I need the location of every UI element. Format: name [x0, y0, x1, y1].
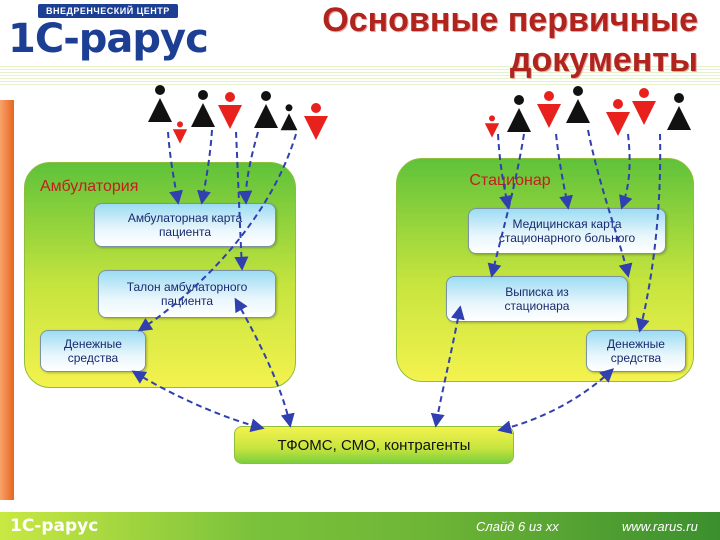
person-icon — [537, 91, 561, 128]
person-icon — [191, 90, 215, 127]
person-icon — [667, 93, 691, 130]
outpatient-card-line-1: Амбулаторная карта — [127, 211, 243, 225]
person-icon — [254, 91, 278, 128]
logo-wordmark: 1С-рарус — [8, 16, 209, 62]
side-accent-strip — [0, 100, 14, 500]
outpatient-talon-line-2: пациента — [160, 294, 214, 308]
logo: ВНЕДРЕНЧЕСКИЙ ЦЕНТР 1С-рарус — [8, 4, 218, 64]
title-line-1: Основные первичные — [322, 1, 698, 39]
person-icon — [172, 121, 188, 144]
inpatient-card-line-2: стационарного больного — [498, 231, 636, 245]
funds-recipients-box: ТФОМС, СМО, контрагенты — [234, 426, 514, 464]
outpatient-talon-line-1: Талон амбулаторного — [126, 280, 248, 294]
person-icon — [304, 103, 328, 140]
inpatient-funds-line-2: средства — [610, 351, 662, 365]
inpatient-card-line-1: Медицинская карта — [512, 217, 622, 231]
person-icon — [606, 99, 630, 136]
header-stripe — [0, 66, 720, 86]
person-icon — [566, 86, 590, 123]
inpatient-label: Стационар — [469, 172, 551, 189]
inpatient-card-box: Медицинская карта стационарного больного — [468, 208, 666, 254]
logo-tagline: ВНЕДРЕНЧЕСКИЙ ЦЕНТР — [38, 4, 178, 18]
person-icon — [280, 104, 298, 131]
footer-url: www.rarus.ru — [622, 519, 698, 534]
person-icon — [484, 115, 500, 138]
page-title: Основные первичные документы — [322, 0, 698, 80]
inpatient-extract-line-1: Выписка из — [505, 285, 569, 299]
person-icon — [218, 92, 242, 129]
inpatient-funds-line-1: Денежные — [607, 337, 665, 351]
footer-logo: 1С-рарус — [10, 516, 99, 536]
inpatient-extract-box: Выписка из стационара — [446, 276, 628, 322]
person-icon — [632, 88, 656, 125]
inpatient-funds-box: Денежные средства — [586, 330, 686, 372]
person-icon — [507, 95, 531, 132]
footer-bar: 1С-рарус Слайд 6 из хх www.rarus.ru — [0, 512, 720, 540]
inpatient-extract-line-2: стационара — [504, 299, 570, 313]
outpatient-funds-line-2: средства — [67, 351, 119, 365]
slide-number: Слайд 6 из хх — [476, 519, 559, 534]
outpatient-card-box: Амбулаторная карта пациента — [94, 203, 276, 247]
title-line-2: документы — [509, 41, 698, 79]
outpatient-funds-box: Денежные средства — [40, 330, 146, 372]
outpatient-label: Амбулатория — [40, 178, 139, 195]
outpatient-funds-line-1: Денежные — [64, 337, 122, 351]
outpatient-card-line-2: пациента — [158, 225, 212, 239]
outpatient-talon-box: Талон амбулаторного пациента — [98, 270, 276, 318]
person-icon — [148, 85, 172, 122]
